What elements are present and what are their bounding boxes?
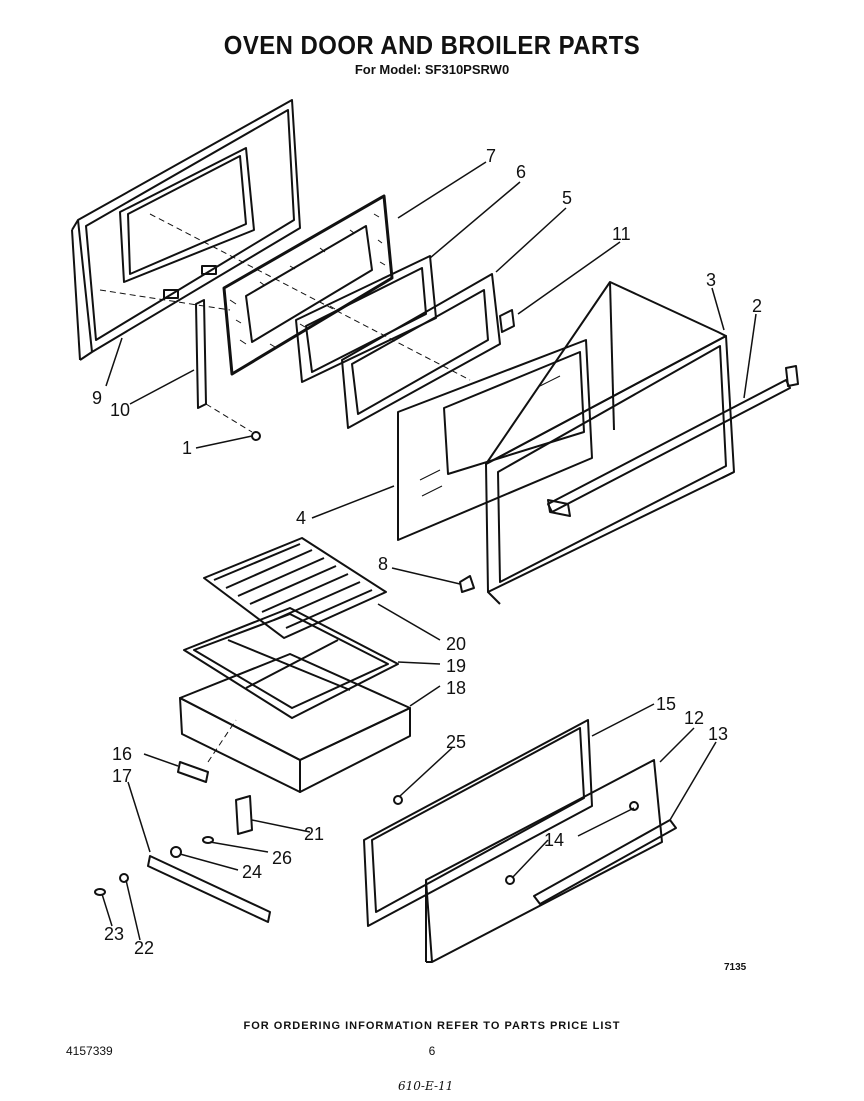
callout-4: 4 [296,508,306,528]
clip-25 [393,795,403,805]
model-subtitle: For Model: SF310PSRW0 [354,62,510,77]
callout-3: 3 [706,270,716,290]
callout-25: 25 [446,732,466,752]
drawer-trim [533,819,677,905]
inner-drawer-panel [363,719,593,927]
glass-retainer [341,273,501,429]
callout-6: 6 [516,162,526,182]
diagram-code: 7135 [724,962,747,973]
screw-1 [251,431,261,441]
callout-5: 5 [562,188,572,208]
callout-21: 21 [304,824,324,844]
callout-11: 11 [612,224,631,244]
glass-clip [499,309,515,333]
callout-16: 16 [112,744,132,764]
callout-14: 14 [544,830,564,850]
page-title: OVEN DOOR AND BROILER PARTS [223,30,641,60]
callout-26: 26 [272,848,292,868]
callout-1: 1 [182,438,192,458]
callout-20: 20 [446,634,466,654]
nut-14b [505,875,515,885]
latch-bracket [459,575,475,593]
document-number: 4157339 [66,1044,113,1058]
callout-23: 23 [104,924,124,944]
broiler-pan [183,607,399,719]
callout-13: 13 [708,724,728,744]
door-hinge-strip [195,299,207,409]
callout-24: 24 [242,862,262,882]
broiler-drawer-body [179,653,411,793]
slide-rail [147,855,271,923]
callout-10: 10 [110,400,130,420]
spring [177,761,209,783]
broiler-grid [203,537,387,639]
callout-7: 7 [486,146,496,166]
callout-17: 17 [112,766,132,786]
handwritten-note: 610-E-11 [398,1079,454,1093]
washer-24 [170,846,182,858]
callout-18: 18 [446,678,466,698]
screw-26 [202,836,214,844]
callout-2: 2 [752,296,762,316]
page-number: 6 [428,1044,436,1058]
callout-12: 12 [684,708,704,728]
drawer-liner [485,281,735,605]
callout-9: 9 [92,388,102,408]
nut-14a [629,801,639,811]
window-glass [397,339,593,541]
ordering-note: FOR ORDERING INFORMATION REFER TO PARTS … [243,1020,621,1032]
drawer-front [425,759,663,963]
drawer-handle [547,365,799,517]
door-gasket [222,194,394,376]
latch-21 [235,795,253,835]
callout-19: 19 [446,656,466,676]
washer-22 [119,873,129,883]
callout-8: 8 [378,554,388,574]
callout-15: 15 [656,694,676,714]
callout-22: 22 [134,938,154,958]
screw-23 [94,888,106,896]
outer-door-panel [71,99,301,361]
